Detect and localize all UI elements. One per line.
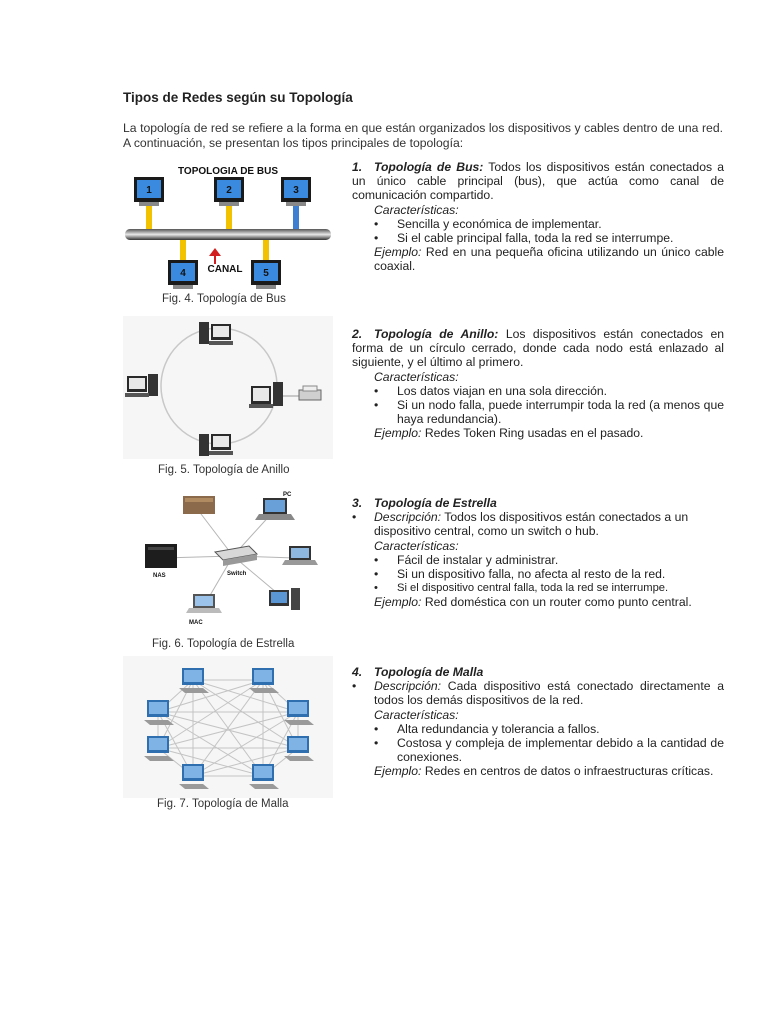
canal-label: CANAL: [208, 264, 243, 275]
computer-icon: [249, 668, 279, 693]
laptop-icon: [255, 498, 295, 520]
laptop-icon: [186, 594, 222, 613]
bus-header: TOPOLOGIA DE BUS: [178, 166, 278, 177]
computer-icon: [249, 764, 279, 789]
caption-fig4: Fig. 4. Topología de Bus: [162, 293, 286, 305]
computer-icon: [199, 434, 233, 456]
computer-icon: [214, 177, 244, 206]
section-ring: 2.Topología de Anillo: Los dispositivos …: [352, 327, 724, 441]
computer-icon: [199, 322, 233, 345]
computer-icon: [144, 700, 174, 725]
star-topology-figure: PC NAS Switch MAC: [123, 486, 333, 631]
svg-text:5: 5: [263, 268, 269, 279]
computer-icon: [284, 736, 314, 761]
computer-icon: [269, 588, 300, 610]
ring-topology-figure: [123, 316, 333, 459]
computer-icon: [281, 177, 311, 206]
mesh-topology-figure: [123, 656, 333, 798]
switch-icon: [213, 545, 259, 566]
section-bus: 1.Topología de Bus: Todos los dispositiv…: [352, 160, 724, 274]
section-mesh: 4.Topología de Malla Descripción: Cada d…: [352, 665, 724, 779]
printer-icon: [298, 385, 322, 401]
page-title: Tipos de Redes según su Topología: [123, 90, 353, 105]
server-icon: [183, 496, 215, 514]
computer-icon: [179, 764, 209, 789]
computer-icon: [284, 700, 314, 725]
caption-fig6: Fig. 6. Topología de Estrella: [152, 638, 295, 650]
nas-icon: [145, 544, 177, 568]
svg-text:4: 4: [180, 268, 186, 279]
bus-topology-figure: TOPOLOGIA DE BUS: [123, 160, 333, 292]
computer-icon: [134, 177, 164, 206]
computer-icon: [168, 260, 198, 289]
caption-fig7: Fig. 7. Topología de Malla: [157, 798, 289, 810]
laptop-icon: [282, 546, 318, 565]
intro-paragraph: La topología de red se refiere a la form…: [123, 121, 723, 150]
computer-icon: [251, 260, 281, 289]
mac-label: MAC: [189, 620, 203, 626]
svg-text:3: 3: [293, 185, 299, 196]
svg-text:1: 1: [146, 185, 152, 196]
caption-fig5: Fig. 5. Topología de Anillo: [158, 464, 290, 476]
computer-icon: [144, 736, 174, 761]
nas-label: NAS: [153, 573, 166, 579]
computer-icon: [125, 374, 158, 397]
svg-text:2: 2: [226, 185, 232, 196]
computer-icon: [249, 382, 283, 408]
switch-label: Switch: [227, 571, 247, 577]
computer-icon: [179, 668, 209, 693]
pc-label: PC: [283, 492, 292, 498]
section-star: 3.Topología de Estrella Descripción: Tod…: [352, 496, 724, 610]
